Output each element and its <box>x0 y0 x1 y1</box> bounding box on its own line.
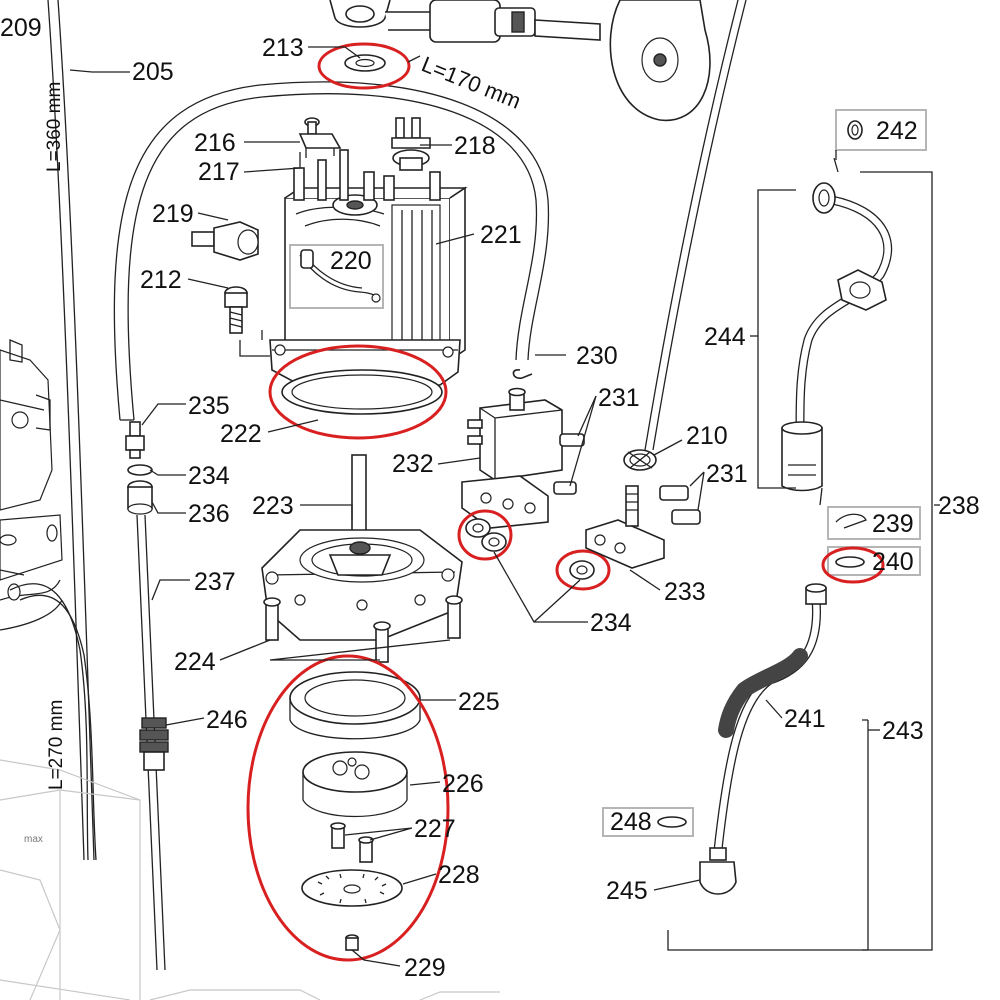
callout-230: 230 <box>576 342 618 370</box>
highlight-234-pair <box>457 509 513 561</box>
callout-245: 245 <box>606 877 648 905</box>
bracket-238 <box>667 171 933 951</box>
callout-246: 246 <box>206 706 248 734</box>
highlight-234-single <box>555 549 611 591</box>
dimension-360: L=360 mm <box>44 82 65 172</box>
oring-234-left <box>127 464 153 476</box>
callout-224: 224 <box>174 648 216 676</box>
shower-disc-228 <box>301 869 403 907</box>
ring-225 <box>289 671 421 740</box>
callout-236: 236 <box>188 500 230 528</box>
callout-217: 217 <box>198 158 240 186</box>
washer-213 <box>344 54 386 72</box>
screws-227 <box>330 822 374 863</box>
callout-210: 210 <box>686 422 728 450</box>
bottom-gray-fragment <box>149 989 500 1000</box>
pipe-244 <box>781 182 893 492</box>
hose-left-lower <box>9 583 97 861</box>
clamp-210 <box>623 449 657 471</box>
callout-223: 223 <box>252 492 294 520</box>
callout-218: 218 <box>454 132 496 160</box>
dimension-170: L=170 mm <box>418 51 524 113</box>
callout-243: 243 <box>882 717 924 745</box>
callout-231-lower: 231 <box>706 460 748 488</box>
callout-212: 212 <box>140 266 182 294</box>
sensor-220 <box>299 249 381 303</box>
callout-232: 232 <box>392 450 434 478</box>
gasket-222 <box>281 369 443 415</box>
callout-216: 216 <box>194 129 236 157</box>
callout-240: 240 <box>872 548 914 576</box>
callout-231-upper: 231 <box>598 384 640 412</box>
callout-labels: 209 205 213 216 217 218 219 220 221 212 … <box>0 14 980 982</box>
nozzle-245 <box>699 847 737 895</box>
tube-210 <box>644 0 747 451</box>
callout-209: 209 <box>0 14 42 42</box>
thermostat-218 <box>391 117 431 171</box>
boiler-221 <box>239 149 468 388</box>
group-box-239 <box>827 506 921 540</box>
dimension-270: L=270 mm <box>46 700 67 790</box>
bracket-217 <box>298 133 342 158</box>
brand-mark: max <box>24 834 43 845</box>
callout-244: 244 <box>704 323 746 351</box>
screw-216 <box>304 117 320 135</box>
block-233 <box>585 485 665 569</box>
highlight-225-229 <box>246 654 450 962</box>
callout-227: 227 <box>414 815 456 843</box>
oring-248 <box>657 816 687 828</box>
callout-220: 220 <box>330 247 372 275</box>
callout-234-left: 234 <box>188 462 230 490</box>
clip-239 <box>835 513 867 529</box>
water-tank-outline: max <box>0 759 141 1000</box>
dimension-labels: L=170 mm L=360 mm L=270 mm <box>44 51 524 790</box>
fitting-235 <box>125 421 145 459</box>
highlight-213 <box>317 42 411 90</box>
sensor-219 <box>191 221 259 261</box>
screws-224 <box>263 595 463 663</box>
screw-212 <box>224 286 248 334</box>
clip-230 <box>512 369 533 379</box>
pipe-241 <box>713 583 827 855</box>
callout-226: 226 <box>442 770 484 798</box>
callout-241: 241 <box>784 705 826 733</box>
callout-234-right: 234 <box>590 609 632 637</box>
top-motor-fragment <box>329 0 711 122</box>
callout-235: 235 <box>188 392 230 420</box>
leader-lines <box>69 46 940 967</box>
callout-238: 238 <box>938 492 980 520</box>
callout-222: 222 <box>220 420 262 448</box>
callout-213: 213 <box>262 34 304 62</box>
screw-229 <box>345 934 359 951</box>
bracket-244 <box>757 189 796 489</box>
highlight-240 <box>821 546 885 584</box>
callout-219: 219 <box>152 200 194 228</box>
solenoid-valve-232 <box>461 387 563 529</box>
callout-229: 229 <box>404 954 446 982</box>
left-machine-fragment <box>0 339 63 631</box>
callout-205: 205 <box>132 58 174 86</box>
nut-236 <box>127 480 153 515</box>
callout-242: 242 <box>876 117 918 145</box>
callout-225: 225 <box>458 688 500 716</box>
fitting-246 <box>139 717 169 771</box>
group-head-223 <box>261 454 463 641</box>
callout-221: 221 <box>480 221 522 249</box>
callout-237: 237 <box>194 568 236 596</box>
callout-248: 248 <box>610 808 652 836</box>
callout-239: 239 <box>872 510 914 538</box>
shower-holder-226 <box>302 751 408 818</box>
callout-228: 228 <box>438 861 480 889</box>
callout-233: 233 <box>664 578 706 606</box>
orings-234 <box>465 518 595 580</box>
highlight-222 <box>268 344 448 440</box>
oring-240 <box>835 556 865 568</box>
